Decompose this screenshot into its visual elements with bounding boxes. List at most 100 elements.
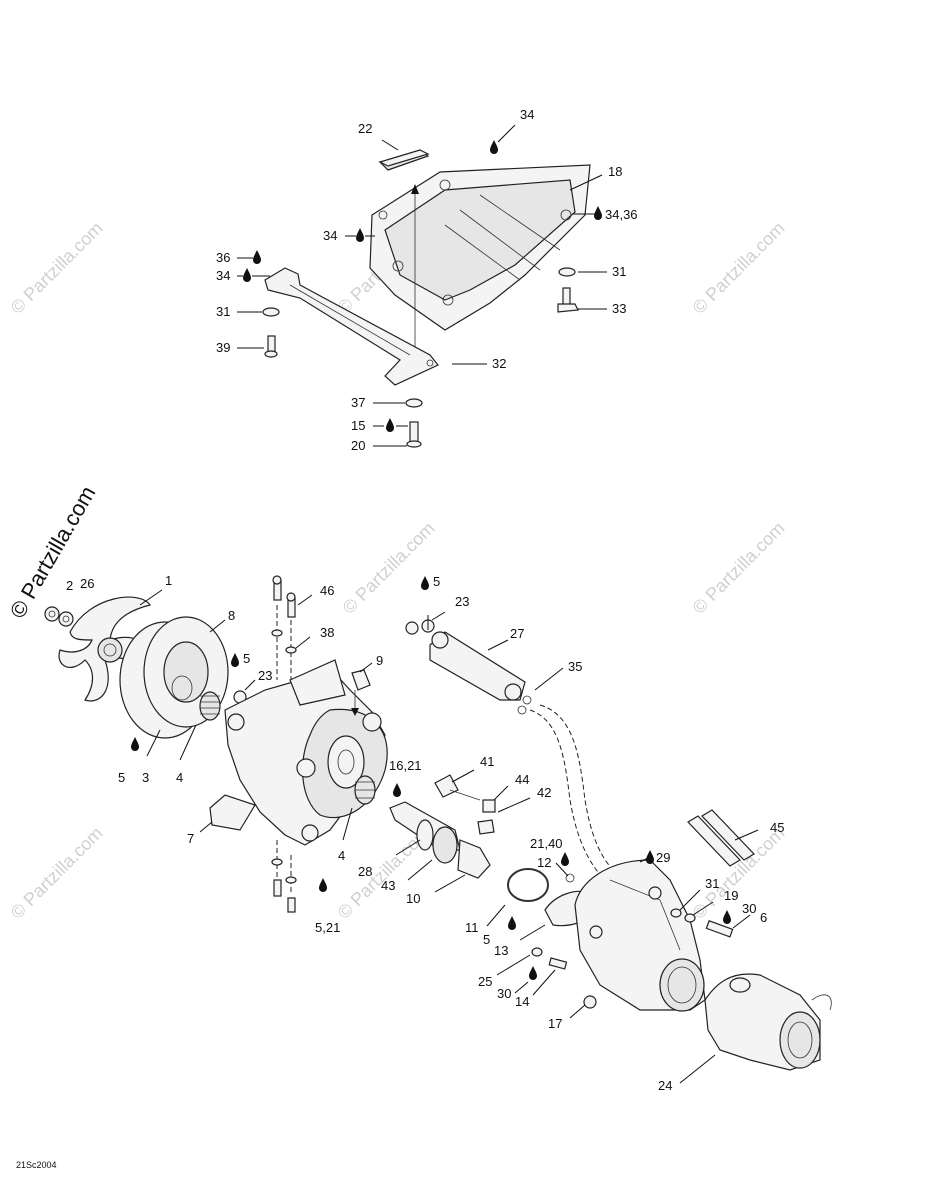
label-7: 7 — [187, 831, 194, 846]
oil-drop-icon — [393, 783, 401, 797]
part-4-spline — [199, 691, 221, 721]
label-3: 3 — [142, 770, 149, 785]
part-41-44-42 — [434, 774, 496, 835]
oil-drop-icon — [231, 653, 239, 667]
label-41: 41 — [480, 754, 494, 769]
label-36: 36 — [216, 250, 230, 265]
part-46-bolts — [271, 575, 297, 680]
watermark: © Partzilla.com — [689, 518, 789, 618]
oil-drop-icon — [253, 250, 261, 264]
label-28: 28 — [358, 864, 372, 879]
part-18-plate — [369, 164, 591, 331]
oil-drop-icon — [319, 878, 327, 892]
label-23: 23 — [258, 668, 272, 683]
leader-lines — [139, 124, 759, 1084]
label-2: 2 — [66, 578, 73, 593]
oil-drop-icon — [594, 206, 602, 220]
oil-drop-icon — [243, 268, 251, 282]
part-33-bolt — [557, 287, 579, 313]
label-38: 38 — [320, 625, 334, 640]
label-46: 46 — [320, 583, 334, 598]
part-9-fitting — [351, 669, 371, 716]
watermark: © Partzilla.com — [7, 823, 107, 923]
label-29: 29 — [656, 850, 670, 865]
watermark: © Partzilla.com — [7, 218, 107, 318]
oil-drop-icon — [421, 576, 429, 590]
label-15: 15 — [351, 418, 365, 433]
part-37-washer — [405, 398, 423, 408]
part-6-bolt — [670, 908, 734, 938]
label-31: 31 — [612, 264, 626, 279]
part-31-washer — [262, 307, 280, 317]
assembly-arrowhead — [411, 184, 419, 194]
label-23: 23 — [455, 594, 469, 609]
label-13: 13 — [494, 943, 508, 958]
oil-drop-icon — [386, 418, 394, 432]
part-45-rods — [687, 809, 755, 867]
oil-drop-icon — [356, 228, 364, 242]
part-24-nozzle — [704, 973, 832, 1071]
label-26: 26 — [80, 576, 94, 591]
label-1: 1 — [165, 573, 172, 588]
label-31: 31 — [705, 876, 719, 891]
part-labels: 22 34 18 34,36 34 36 34 31 31 33 39 32 3… — [16, 107, 784, 1170]
label-34-36: 34,36 — [605, 207, 638, 222]
bottom-assembly — [44, 575, 832, 1071]
hose-dashed — [529, 709, 606, 881]
label-5: 5 — [243, 651, 250, 666]
label-34: 34 — [323, 228, 337, 243]
label-37: 37 — [351, 395, 365, 410]
label-34: 34 — [216, 268, 230, 283]
part-20-bolt — [406, 421, 422, 448]
oil-drop-icon — [508, 916, 516, 930]
oil-drop-icon — [131, 737, 139, 751]
oil-drop-icon — [723, 910, 731, 924]
part-1-impeller — [58, 596, 154, 702]
label-5: 5 — [433, 574, 440, 589]
part-14-bolt — [531, 947, 568, 970]
part-27-tube — [405, 619, 532, 715]
label-24: 24 — [658, 1078, 672, 1093]
oil-drop-icon — [490, 140, 498, 154]
label-4: 4 — [176, 770, 183, 785]
label-30: 30 — [742, 901, 756, 916]
label-19: 19 — [724, 888, 738, 903]
label-16-21: 16,21 — [389, 758, 422, 773]
label-11: 11 — [465, 920, 479, 935]
part-39-bolt — [264, 335, 278, 358]
label-5: 5 — [483, 932, 490, 947]
label-12: 12 — [537, 855, 551, 870]
top-assembly — [262, 149, 591, 448]
label-42: 42 — [537, 785, 551, 800]
label-5: 5 — [118, 770, 125, 785]
watermark-dark: © Partzilla.com — [5, 482, 101, 623]
label-39: 39 — [216, 340, 230, 355]
label-18: 18 — [608, 164, 622, 179]
lubricant-drop-icons — [131, 140, 731, 980]
label-33: 33 — [612, 301, 626, 316]
label-6: 6 — [760, 910, 767, 925]
part-28-shaft — [389, 801, 491, 879]
label-14: 14 — [515, 994, 529, 1009]
oil-drop-icon — [529, 966, 537, 980]
oil-drop-icon — [646, 850, 654, 864]
part-32-rail — [264, 267, 439, 386]
hose-dashed-2 — [539, 704, 616, 873]
part-4-spline-2 — [354, 775, 376, 805]
label-35: 35 — [568, 659, 582, 674]
watermark: © Partzilla.com — [339, 518, 439, 618]
label-32: 32 — [492, 356, 506, 371]
part-2-26-nuts — [44, 606, 74, 627]
label-25: 25 — [478, 974, 492, 989]
label-43: 43 — [381, 878, 395, 893]
label-21-40: 21,40 — [530, 836, 563, 851]
part-22-block-top — [378, 149, 430, 167]
label-8: 8 — [228, 608, 235, 623]
label-4: 4 — [338, 848, 345, 863]
label-34: 34 — [520, 107, 534, 122]
watermark: © Partzilla.com — [689, 218, 789, 318]
label-5-21: 5,21 — [315, 920, 340, 935]
label-44: 44 — [515, 772, 529, 787]
part-bottom-bolts — [271, 840, 297, 913]
